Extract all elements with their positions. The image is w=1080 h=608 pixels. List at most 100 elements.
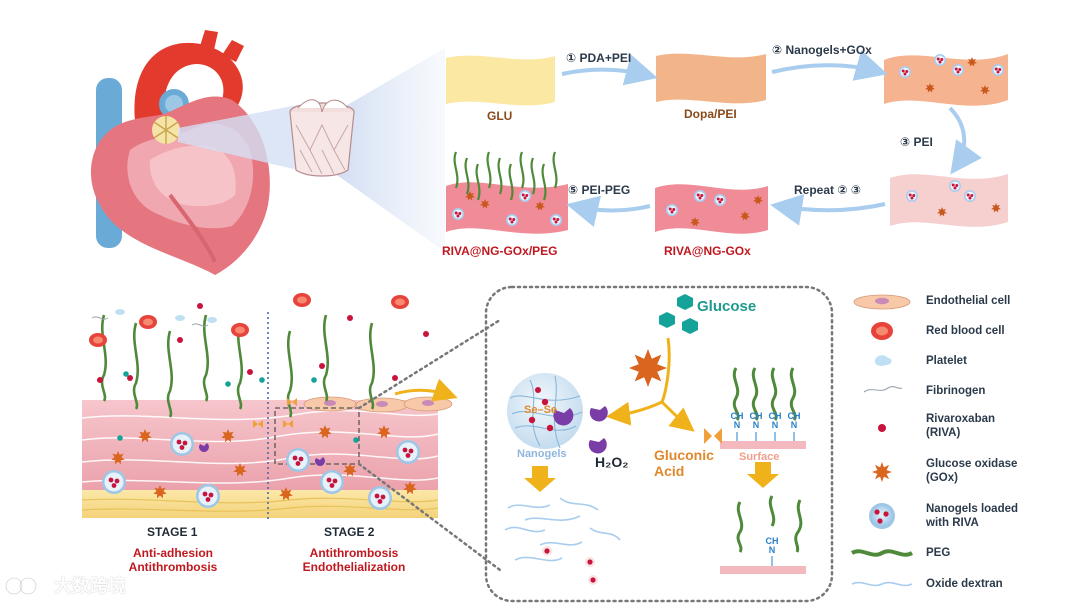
riva-dot: [97, 377, 103, 383]
linker-n: N: [790, 420, 798, 430]
peg-chain: [508, 163, 514, 201]
riva-dot: [668, 207, 672, 211]
degraded-dextran: [504, 497, 621, 585]
stage1-title: STAGE 1: [147, 525, 198, 539]
gluconic-line1: Gluconic: [654, 447, 714, 463]
riva-dot: [968, 196, 972, 200]
riva-dot: [698, 196, 702, 200]
peg-chain: [286, 330, 294, 418]
platelet: [207, 317, 217, 323]
riva-dot: [114, 478, 120, 484]
riva-dot: [910, 196, 914, 200]
arrow-repeat: [770, 194, 886, 226]
riva-dot: [716, 197, 720, 201]
riva-dot: [197, 303, 203, 309]
gox-particle: [318, 425, 332, 439]
arrow-h2o2-out: [606, 400, 663, 426]
stage2-desc-line1: Antithrombosis: [309, 546, 399, 560]
legend-item-endothelial-cell: Endothelial cell: [926, 294, 1010, 308]
riva-dot: [970, 194, 974, 197]
strip-nanogels: [884, 54, 1008, 106]
linker-ch: CH: [768, 411, 782, 421]
step1-label: ① PDA+PEI: [566, 51, 632, 65]
linker-ch: CH: [765, 536, 779, 546]
riva-dot: [552, 217, 556, 221]
platelet-dot: [259, 377, 265, 383]
ch-n-linker-after: CH N: [764, 537, 780, 555]
platelet: [115, 309, 125, 315]
strip-final: [446, 182, 568, 234]
riva-dot: [718, 200, 722, 204]
riva-dot: [298, 456, 304, 462]
legend-item-rivaroxaban: Rivaroxaban(RIVA): [926, 412, 995, 441]
peg-chain: [100, 314, 108, 402]
surface-label: Surface: [739, 451, 780, 463]
tissue-particles: [89, 293, 429, 510]
gox-particle: [153, 485, 167, 499]
peg-chain: [475, 163, 481, 201]
peg-chain: [453, 151, 459, 189]
stage1-desc-line2: Antithrombosis: [128, 559, 218, 574]
riva-dot: [292, 455, 298, 461]
rbc-center: [395, 298, 405, 306]
linker-bowtie: [253, 420, 263, 428]
rbc-center: [235, 326, 245, 334]
peg-chain: [552, 151, 558, 189]
gox-particle: [377, 425, 391, 439]
riva-dot: [374, 493, 380, 499]
surface-peg-before: [704, 367, 806, 449]
riva-dot: [510, 220, 514, 224]
surface-peg-after: [720, 495, 806, 574]
rbc-center: [143, 318, 153, 326]
legend-text-line: (RIVA): [926, 427, 961, 440]
riva-dot: [182, 440, 188, 446]
arrow-step2: [771, 50, 888, 81]
stage2-desc-line2: Endothelialization: [302, 559, 406, 574]
riva-dot: [402, 447, 408, 453]
riva-dot: [912, 194, 916, 197]
arrow-degrade: [524, 466, 556, 492]
stage2-title: STAGE 2: [324, 525, 375, 539]
glucose-label: Glucose: [697, 298, 757, 315]
legend-item-fibrinogen: Fibrinogen: [926, 384, 985, 398]
legend-text-line: Nanogels loaded: [926, 503, 1019, 515]
peg-chain: [132, 322, 140, 410]
gox-particle: [980, 85, 990, 95]
arrow-step5: [566, 195, 651, 227]
strip-dopa: [656, 53, 766, 104]
riva-dot: [326, 477, 332, 483]
stage-dopa-label: Dopa/PEI: [684, 107, 737, 121]
riva-dot: [127, 375, 133, 381]
strip-riva: [655, 184, 768, 234]
platelet-dot: [117, 435, 123, 441]
riva-dot: [936, 57, 940, 61]
repeat-label: Repeat ② ③: [794, 183, 862, 197]
nanogels-label: Nanogels: [517, 448, 567, 460]
gox-particle: [480, 199, 490, 209]
peg-chain: [530, 157, 536, 195]
riva-dot: [696, 193, 700, 197]
riva-dot: [454, 211, 458, 215]
riva-dot: [672, 208, 676, 211]
glucose-molecules: [659, 294, 698, 334]
platelet-dot: [311, 377, 317, 383]
arrow-step1: [561, 54, 658, 86]
linker-n: N: [752, 420, 760, 430]
peg-chain: [464, 157, 470, 195]
riva-dot: [408, 448, 414, 454]
peg-chain: [166, 330, 174, 418]
gox-particle: [343, 463, 357, 477]
platelet: [175, 315, 185, 321]
arrow-cleave: [747, 462, 779, 488]
riva-dot: [905, 70, 909, 73]
h2o2-marker: [198, 443, 209, 452]
stage-glu-label: GLU: [487, 109, 513, 123]
zoom-line-bottom: [357, 462, 502, 572]
h2o2-marker: [314, 457, 325, 466]
arrow-acid-out: [660, 400, 695, 432]
riva-dot: [956, 70, 960, 74]
